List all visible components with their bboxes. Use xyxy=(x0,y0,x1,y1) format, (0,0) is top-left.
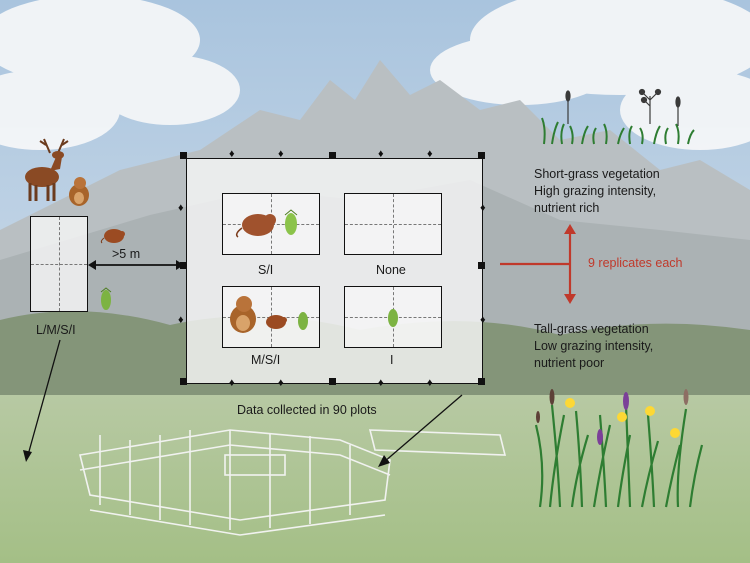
replicates-label: 9 replicates each xyxy=(588,256,683,270)
tall-grass-grazing: Low grazing intensity, xyxy=(534,339,654,353)
fence-clip-icon: ♦ xyxy=(480,314,486,326)
distance-arrow xyxy=(88,260,184,270)
vole-icon xyxy=(235,214,276,238)
vole-icon xyxy=(100,229,125,244)
grasshopper-icon xyxy=(100,287,112,310)
fence-post xyxy=(180,152,187,159)
short-grass-icon xyxy=(541,88,695,145)
plot-label-s-i: S/I xyxy=(258,263,274,277)
fence-clip-icon: ♦ xyxy=(427,377,433,389)
fence-post xyxy=(478,378,485,385)
field-fence-icon xyxy=(79,429,507,536)
plot-divider-horizontal xyxy=(31,264,87,265)
clouds xyxy=(0,0,750,150)
fence-post xyxy=(180,262,187,269)
fence-clip-icon: ♦ xyxy=(378,377,384,389)
large-exclosure-label: L/M/S/I xyxy=(36,323,76,337)
fence-post xyxy=(329,378,336,385)
plot-label-i: I xyxy=(390,353,394,367)
plot-none xyxy=(344,193,442,255)
flower-icon xyxy=(536,389,689,445)
grasshopper-icon xyxy=(298,312,308,330)
short-grass-grazing: High grazing intensity, xyxy=(534,184,657,198)
replicates-marker xyxy=(500,224,576,304)
fence-clip-icon: ♦ xyxy=(378,148,384,160)
fence-clip-icon: ♦ xyxy=(480,202,486,214)
short-grass-title: Short-grass vegetation xyxy=(534,167,660,181)
tall-grass-title: Tall-grass vegetation xyxy=(534,322,649,336)
fence-clip-icon: ♦ xyxy=(178,314,184,326)
marmot-icon xyxy=(230,296,256,333)
fence-post xyxy=(180,378,187,385)
vole-icon xyxy=(266,315,287,329)
marmot-icon xyxy=(69,177,89,206)
fence-post xyxy=(478,152,485,159)
data-caption: Data collected in 90 plots xyxy=(237,403,377,417)
grasshopper-icon xyxy=(388,309,398,327)
deer-icon xyxy=(25,138,69,201)
fence-clip-icon: ♦ xyxy=(229,377,235,389)
large-exclosure-plot xyxy=(30,216,88,312)
plot-label-m-s-i: M/S/I xyxy=(251,353,281,367)
fence-post xyxy=(478,262,485,269)
fence-clip-icon: ♦ xyxy=(278,377,284,389)
tall-grass-nutrients: nutrient poor xyxy=(534,356,605,370)
distance-label: >5 m xyxy=(112,247,141,261)
fence-clip-icon: ♦ xyxy=(278,148,284,160)
fence-post xyxy=(329,152,336,159)
fence-clip-icon: ♦ xyxy=(229,148,235,160)
tall-grass-icon xyxy=(534,389,704,508)
grasshopper-icon xyxy=(284,209,298,235)
fence-clip-icon: ♦ xyxy=(178,202,184,214)
plot-label-none: None xyxy=(376,263,406,277)
fence-clip-icon: ♦ xyxy=(427,148,433,160)
plot-divider-horizontal xyxy=(345,224,441,225)
short-grass-nutrients: nutrient rich xyxy=(534,201,600,215)
